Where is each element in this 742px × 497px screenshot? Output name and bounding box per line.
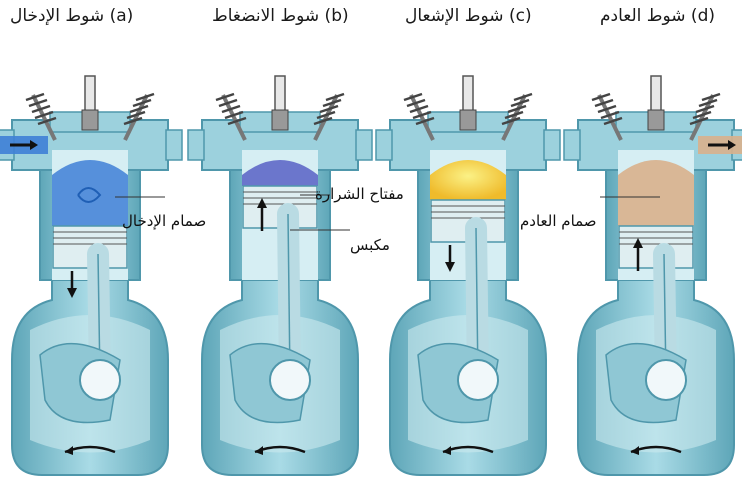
label-intake-valve: صمام الإدخال — [122, 212, 206, 230]
label-spark-plug: مفتاح الشرارة — [315, 185, 404, 203]
gas-charge — [618, 160, 694, 226]
engine-stroke-d — [564, 76, 742, 475]
spark-plug — [463, 76, 473, 114]
gas-charge — [52, 160, 128, 226]
label-piston: مكبس — [350, 236, 390, 254]
engine-stroke-a — [0, 76, 182, 475]
crankshaft — [646, 360, 686, 400]
label-exhaust-valve: صمام العادم — [520, 212, 597, 230]
crankshaft — [270, 360, 310, 400]
spark-plug — [651, 76, 661, 114]
crankshaft — [458, 360, 498, 400]
spark-plug — [275, 76, 285, 114]
spark-plug — [85, 76, 95, 114]
crankshaft — [80, 360, 120, 400]
engine-stroke-c — [376, 76, 560, 475]
engine-stroke-b — [188, 76, 372, 475]
